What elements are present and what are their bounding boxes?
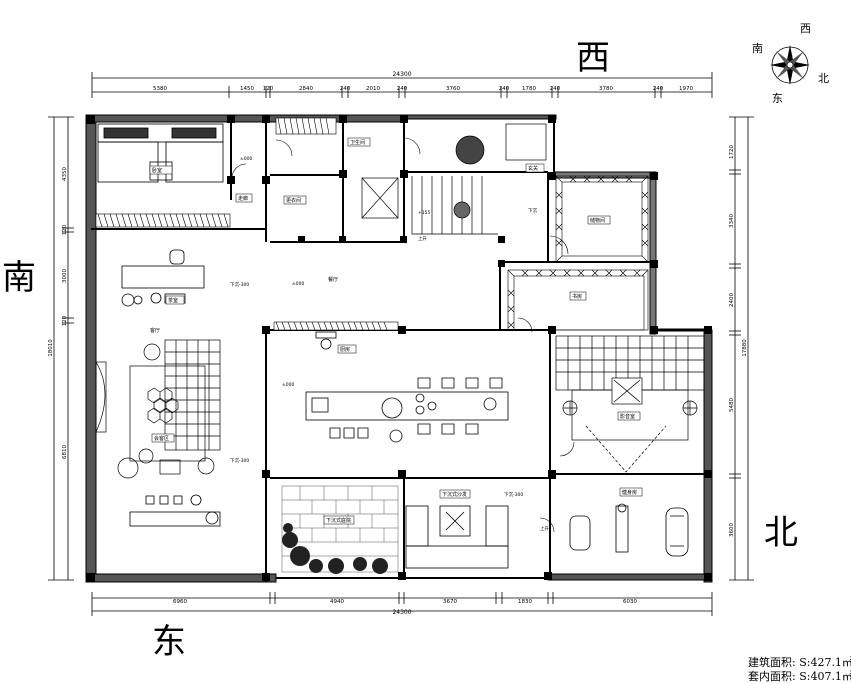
dim-label: 1830 (518, 599, 532, 605)
room-label-tea: 茶室 (168, 297, 178, 304)
elev-note: 上升 (418, 235, 427, 242)
right-dimension (729, 116, 754, 581)
cross-hatch-borders (507, 175, 649, 331)
courtyard-plants (282, 523, 388, 574)
dim-label: 240 (653, 86, 664, 92)
dim-label: 240 (499, 86, 510, 92)
right-dim-labels: 17880 1720 3340 2400 5480 3600 (729, 145, 748, 537)
stairs (361, 123, 547, 235)
elev-note: ±000 (240, 156, 252, 162)
dim-label: 6030 (623, 599, 637, 605)
dim-label: 3760 (446, 86, 460, 92)
dim-label: 1450 (240, 86, 254, 92)
dim-label: 240 (397, 86, 408, 92)
room-label-courtyard: 下沉式庭院 (326, 517, 351, 524)
right-total-dim: 17880 (742, 339, 748, 357)
compass-east: 东 (772, 92, 783, 105)
room-label-reception: 会客区 (154, 435, 169, 442)
compass-south: 南 (752, 42, 763, 55)
room-label-closet: 更衣间 (286, 197, 301, 204)
elevation-notes: ±000 ±000 下沉-300 下沉-300 下沉-300 ±000 上升 +… (230, 156, 549, 532)
room-label-sunken-sofa: 下沉式沙发 (442, 491, 467, 498)
dim-label: 3600 (729, 523, 735, 537)
room-label-bedroom: 卧室 (152, 167, 162, 174)
hatched-walls (95, 117, 399, 331)
room-label-living: 客厅 (150, 327, 160, 334)
dim-label: 240 (340, 86, 351, 92)
dim-label: 2840 (299, 86, 313, 92)
elev-note: ±000 (292, 281, 304, 287)
room-label-dining: 餐厅 (328, 276, 338, 283)
dim-label: 3670 (443, 599, 457, 605)
dim-label: 3000 (62, 269, 68, 283)
top-total-dim: 24300 (392, 71, 411, 78)
room-label-storage: 储物间 (590, 217, 605, 224)
direction-west: 西 (576, 38, 610, 78)
compass-west: 西 (800, 22, 811, 35)
sunken-sofa (405, 505, 509, 569)
room-labels: 卧室 更衣间 卫生间 走廊 餐厅 客厅 茶室 厨房 下沉式庭院 下沉式沙发 健身… (149, 137, 643, 525)
direction-south: 南 (2, 258, 36, 298)
top-dim-labels: 5380 1450 120 2840 240 2010 240 3760 240… (153, 86, 693, 92)
left-total-dim: 18010 (48, 339, 54, 357)
direction-east: 东 (152, 622, 186, 662)
door-swings (231, 137, 575, 533)
room-label-media: 影音室 (620, 413, 635, 420)
study-furniture (121, 249, 205, 307)
dim-label: 5380 (153, 86, 167, 92)
room-label-foyer: 玄关 (528, 165, 538, 172)
dim-label: 4940 (330, 599, 344, 605)
dim-label: 6810 (62, 445, 68, 459)
columns (86, 115, 712, 582)
room-label-bathroom: 卫生间 (350, 139, 365, 146)
dim-label: 1720 (729, 145, 735, 159)
dim-label: 4350 (62, 167, 68, 181)
elev-note: 下沉-300 (504, 491, 523, 498)
elev-note: 下沉 (528, 207, 537, 214)
dim-label: 3780 (599, 86, 613, 92)
dim-label: 120 (62, 224, 68, 235)
dim-label: 3340 (729, 214, 735, 228)
interior-walls (91, 118, 704, 582)
dim-label: 1780 (522, 86, 536, 92)
compass-north: 北 (818, 72, 829, 85)
left-dimension (48, 116, 74, 581)
room-label-study: 书房 (572, 293, 582, 300)
dim-label: 240 (550, 86, 561, 92)
dim-label: 2400 (729, 293, 735, 307)
elev-note: 上升 (540, 525, 549, 532)
direction-north: 北 (764, 513, 798, 553)
elev-note: 下沉-300 (230, 281, 249, 288)
bottom-total-dim: 24300 (392, 609, 411, 616)
elev-note: 下沉-300 (230, 457, 249, 464)
dim-label: 120 (62, 315, 68, 326)
dim-label: 5480 (729, 398, 735, 412)
dim-label: 120 (263, 86, 274, 92)
dim-label: 1970 (679, 86, 693, 92)
dim-label: 6960 (173, 599, 187, 605)
elev-note: +155 (418, 210, 430, 216)
tea-furniture (129, 494, 221, 527)
gym-equipment (569, 503, 689, 557)
elev-note: ±000 (282, 382, 294, 388)
interior-area: 套内面积: S:407.1㎡ (748, 670, 851, 683)
bottom-dimension (91, 592, 713, 616)
kitchen-island (305, 331, 509, 443)
sofa-grid (95, 339, 221, 479)
bottom-dim-labels: 6960 4940 3670 1830 6030 (173, 599, 637, 605)
building-area: 建筑面积: S:427.1㎡ (748, 656, 851, 669)
room-label-corridor: 走廊 (238, 195, 248, 202)
room-label-gym: 健身房 (622, 489, 637, 496)
outer-walls (85, 114, 713, 583)
compass-rose-icon (770, 45, 810, 85)
room-label-kitchen: 厨房 (340, 346, 350, 353)
media-room (555, 335, 705, 473)
top-dimension (91, 72, 713, 98)
left-dim-labels: 18010 4350 120 3000 120 6810 (48, 167, 68, 459)
dim-label: 2010 (366, 86, 380, 92)
